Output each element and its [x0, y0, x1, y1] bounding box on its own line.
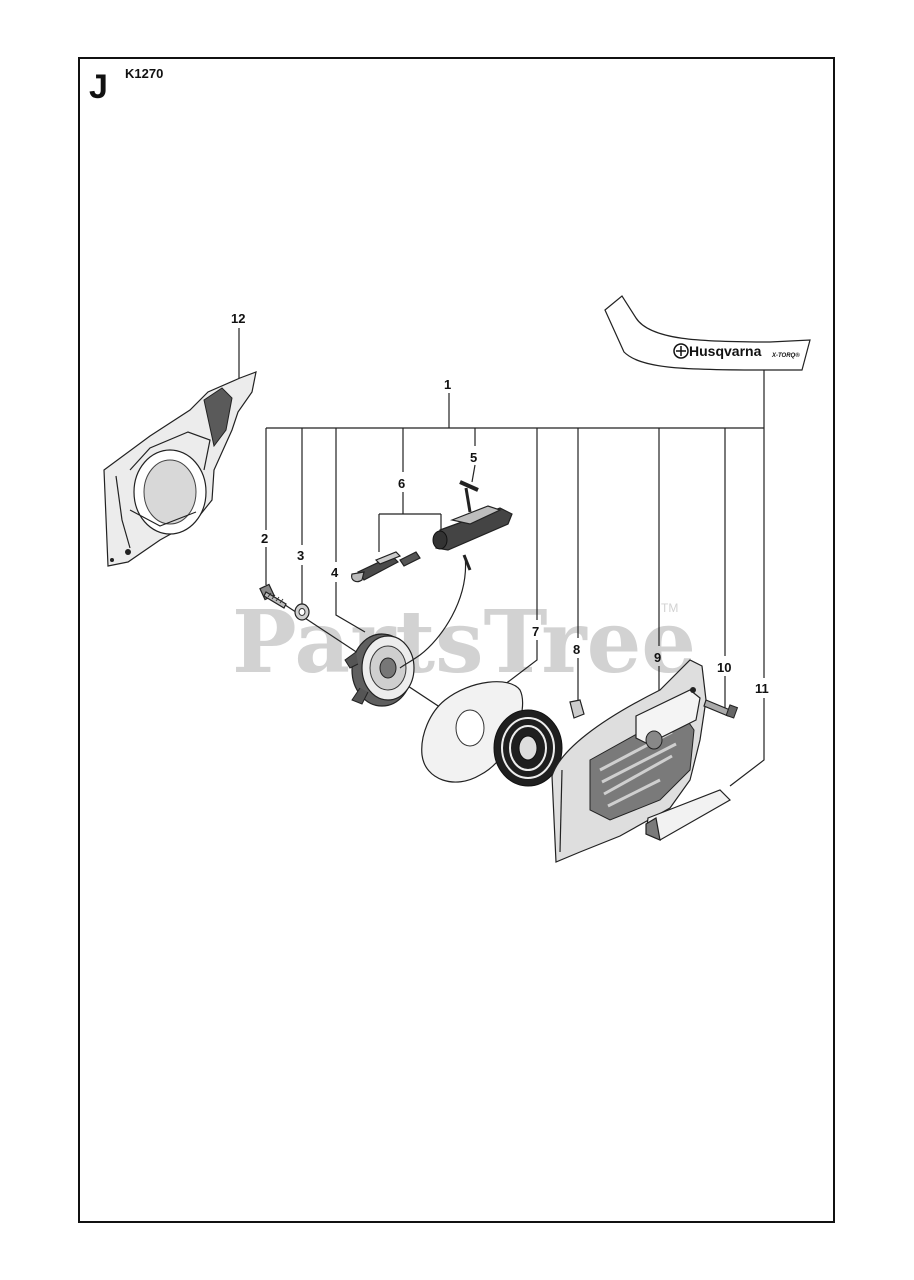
section-letter: J	[89, 68, 108, 106]
callout-10: 10	[717, 660, 731, 675]
callout-3: 3	[297, 548, 304, 563]
callout-7: 7	[532, 624, 539, 639]
watermark-trademark: TM	[661, 601, 678, 615]
model-code: K1270	[125, 66, 164, 81]
callout-8: 8	[573, 642, 580, 657]
part-2-screw	[259, 583, 287, 609]
diagram-frame	[78, 57, 835, 1223]
callout-9: 9	[654, 650, 661, 665]
decal-brand-text: Husqvarna	[689, 343, 762, 359]
callout-11: 11	[755, 681, 769, 696]
part-8-spring	[493, 699, 585, 787]
callout-2: 2	[261, 531, 268, 546]
part-3-washer	[294, 603, 310, 621]
callout-12: 12	[231, 311, 245, 326]
part-9-starter-cover	[551, 659, 707, 863]
husqvarna-logo-icon	[673, 343, 689, 359]
callout-4: 4	[331, 565, 339, 580]
callout-6: 6	[398, 476, 405, 491]
callout-1: 1	[444, 377, 451, 392]
part-5-starter-handle	[399, 480, 513, 669]
part-11-grip	[645, 789, 731, 841]
watermark: PartsTree	[232, 592, 696, 693]
part-10-screw	[703, 699, 739, 719]
part-decal: Husqvarna X-TORQ®	[604, 295, 811, 371]
part-12-housing-plate	[103, 371, 257, 567]
callout-numbers: 1 2 3 4 5 6 7 8 9 10 11 12	[231, 311, 769, 696]
callout-5: 5	[470, 450, 477, 465]
part-6-pawls	[351, 551, 421, 583]
part-4-pulley	[344, 633, 415, 707]
decal-sub-text: X-TORQ®	[771, 352, 800, 359]
